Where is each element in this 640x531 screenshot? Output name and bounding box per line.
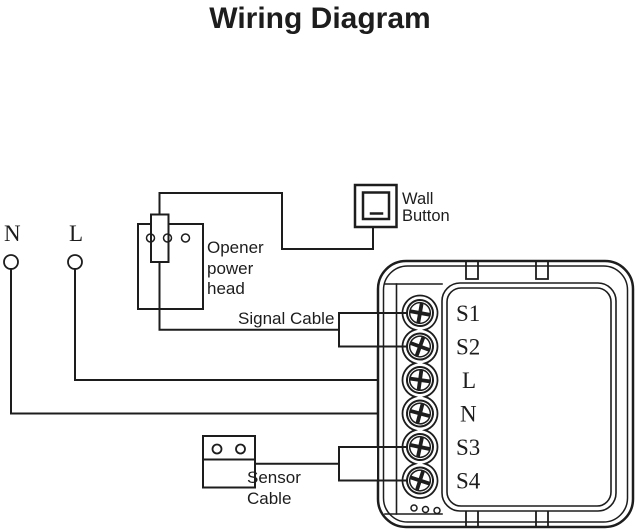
signal-cable-block xyxy=(338,312,379,348)
wire-live xyxy=(74,268,408,381)
terminal-label-s3: S3 xyxy=(456,435,480,460)
opener-label-line3: head xyxy=(207,279,245,298)
terminal-label-n: N xyxy=(460,402,477,427)
sensor-body xyxy=(202,435,256,489)
opener-socket-3 xyxy=(180,233,191,243)
opener-socket-1 xyxy=(145,233,156,243)
signal-cable-connector: Signal Cable xyxy=(238,309,408,348)
page-title: Wiring Diagram xyxy=(209,2,431,35)
device-panel-outer xyxy=(441,282,617,512)
sensor-contact-2 xyxy=(235,443,246,455)
opener-label-line1: Opener xyxy=(207,238,264,257)
opener-label-line2: power xyxy=(207,259,254,278)
live-terminal-circle xyxy=(67,254,83,270)
device-panel-inner xyxy=(446,287,612,507)
terminal-label-s4: S4 xyxy=(456,469,481,494)
device-inner-shell xyxy=(382,265,629,523)
sensor-cable-label-line2: Cable xyxy=(247,489,291,508)
wall-button: Wall Button xyxy=(353,183,450,229)
wall-button-label-line1: Wall xyxy=(402,190,433,208)
mains-input: N L xyxy=(3,221,408,415)
neutral-label: N xyxy=(4,221,21,246)
sensor-cable-block xyxy=(338,446,379,482)
device-dot-3 xyxy=(433,506,441,515)
neutral-terminal-circle xyxy=(3,254,19,270)
live-label: L xyxy=(69,221,83,246)
device-top-tab-left xyxy=(465,261,479,280)
opener-socket-2 xyxy=(162,233,173,243)
terminal-label-s2: S2 xyxy=(456,335,480,360)
device-dot-1 xyxy=(410,504,418,512)
sensor-contact-1 xyxy=(211,443,223,455)
opener-body xyxy=(137,223,204,310)
opener-plug xyxy=(150,213,170,263)
wire-opener-to-wall-button xyxy=(158,192,374,250)
terminal-label-l: L xyxy=(462,368,476,393)
wall-button-inner xyxy=(361,191,391,221)
sensor-cable-connector: Sensor Cable xyxy=(202,435,408,508)
sensor-cable-label-line1: Sensor xyxy=(247,468,301,487)
terminal-label-s1: S1 xyxy=(456,301,480,326)
wire-neutral xyxy=(10,268,408,415)
signal-cable-label: Signal Cable xyxy=(238,309,334,328)
device-top-tab-right xyxy=(535,261,549,280)
wire-signal-cable xyxy=(158,261,340,331)
device-dot-2 xyxy=(421,505,430,514)
wall-button-label-line2: Button xyxy=(402,207,450,225)
wall-button-outer xyxy=(353,183,398,229)
opener-power-head: Opener power head xyxy=(137,192,374,331)
smart-switch-device: S1 S2 L N S3 S4 xyxy=(376,259,635,529)
